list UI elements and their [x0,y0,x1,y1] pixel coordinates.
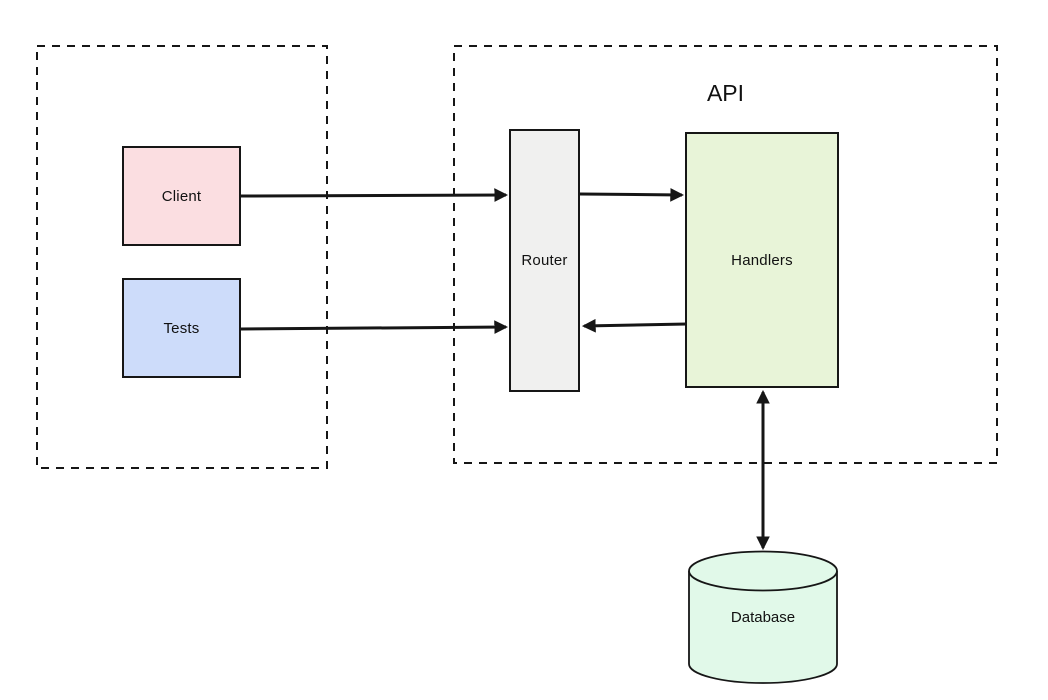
database-cylinder-top [688,550,838,592]
clients-group-border [36,45,328,469]
node-handlers: Handlers [685,132,839,388]
node-router: Router [509,129,580,392]
node-database-label: Database [730,609,796,626]
node-client: Client [122,146,241,246]
node-tests: Tests [122,278,241,378]
edge-handlers-to-router [581,318,688,333]
edge-client-to-router [240,188,509,202]
database-cylinder-body [688,571,838,684]
node-handlers-label: Handlers [731,251,793,269]
edge-tests-to-router [240,320,509,334]
api-group-border [453,45,998,464]
node-router-label: Router [521,252,568,269]
api-group-label: API [706,80,745,106]
node-client-label: Client [161,187,202,205]
edge-router-to-handlers [579,187,685,202]
node-tests-label: Tests [163,319,200,337]
